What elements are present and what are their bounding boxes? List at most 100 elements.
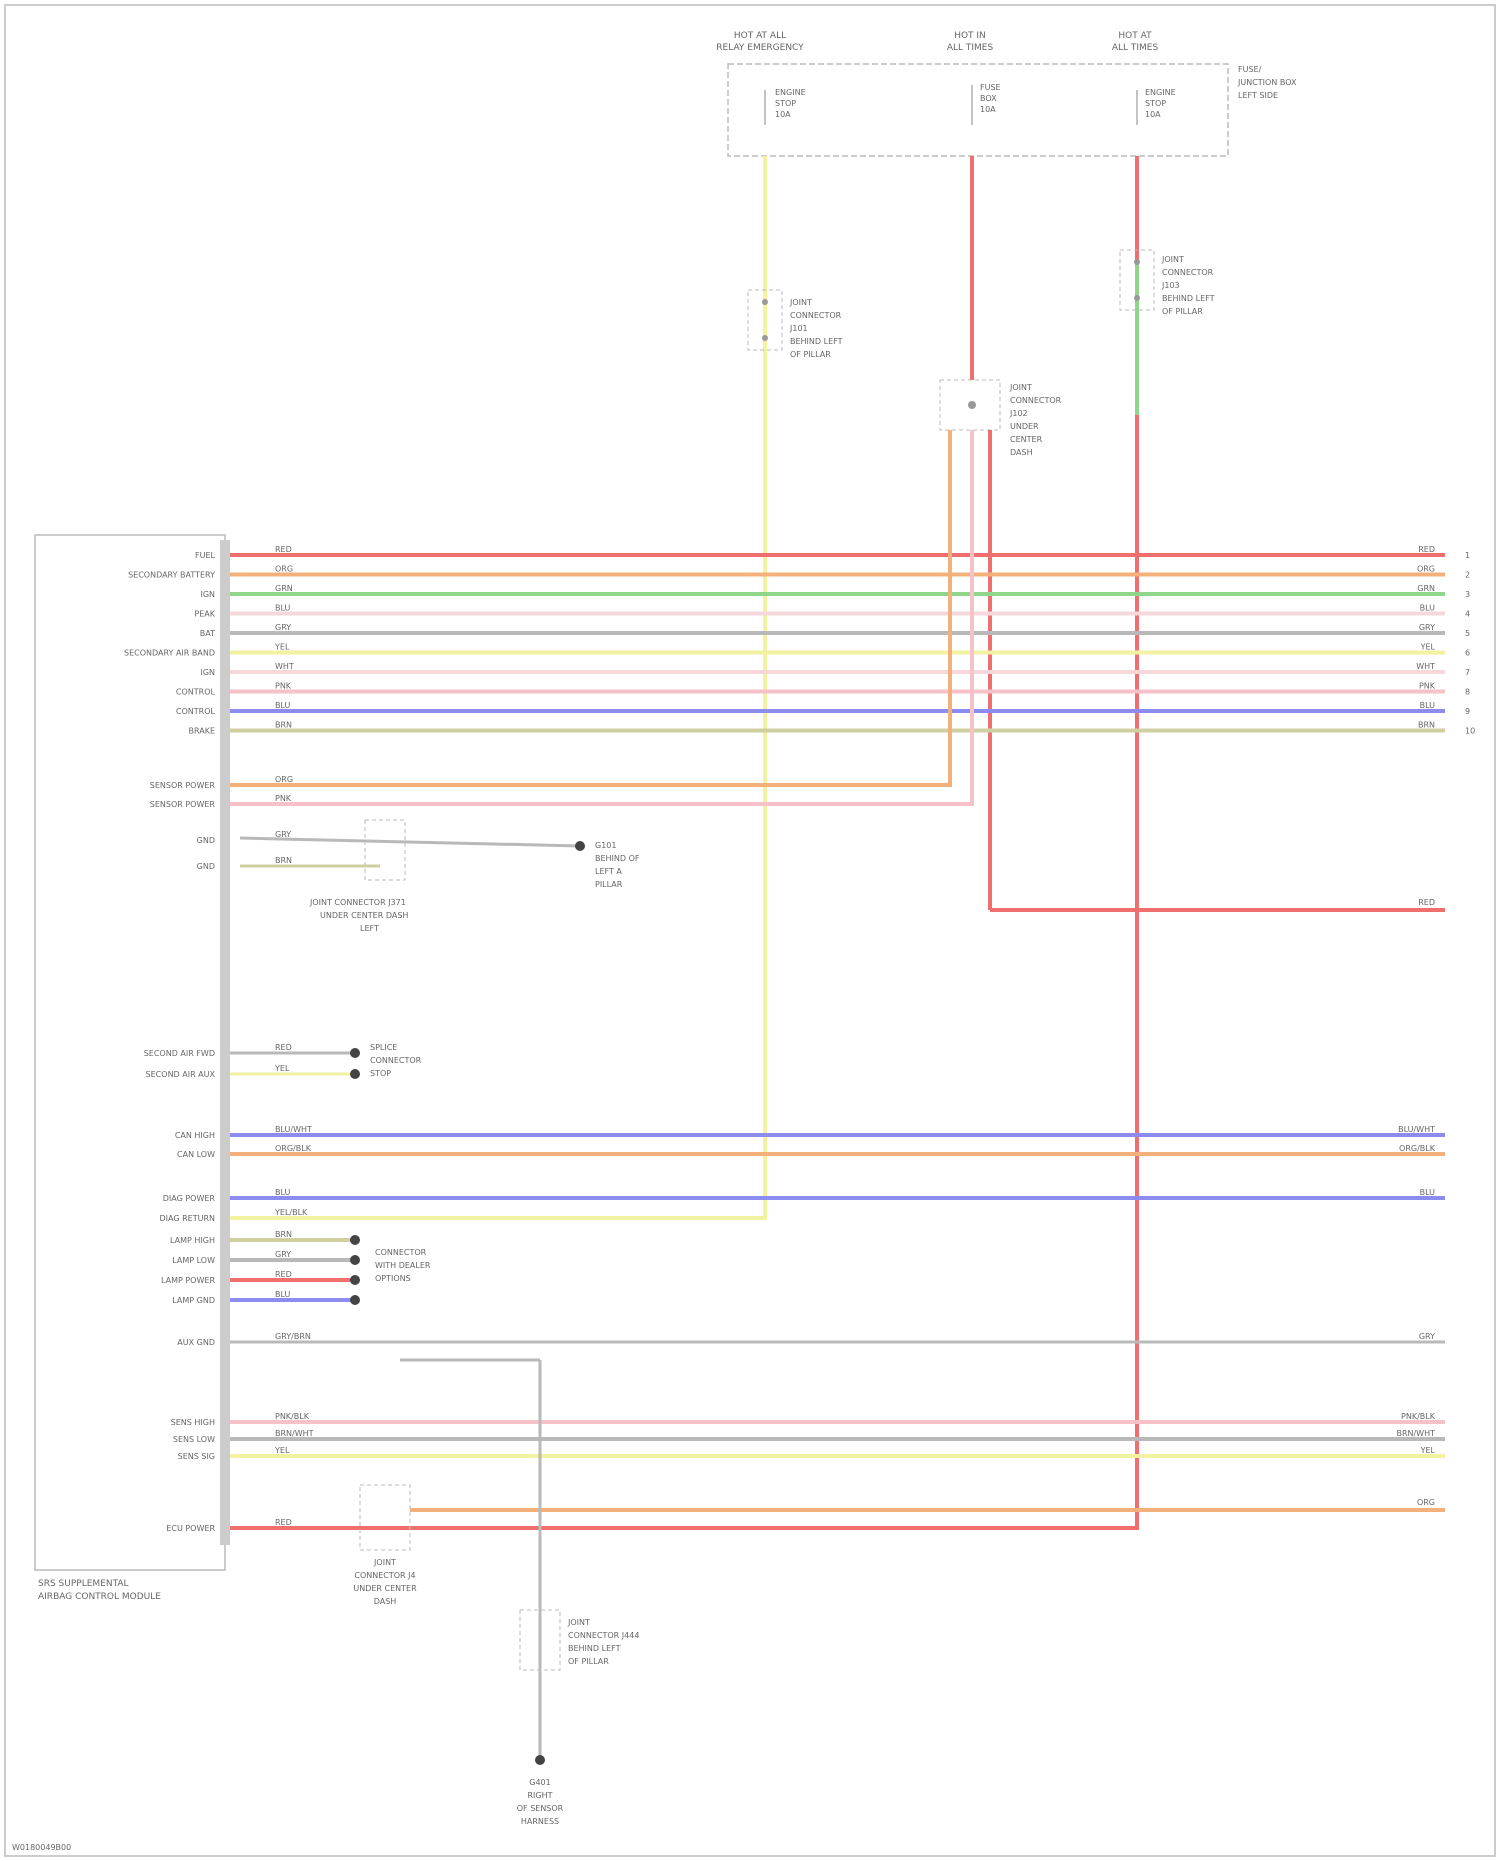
jc-mid-line1: JOINT CONNECTOR J371 [309,898,406,907]
splice-label-2-line1: CONNECTOR [375,1248,427,1257]
module-label-line1: SRS SUPPLEMENTAL [38,1579,129,1589]
ground-label-line1: G101 [595,841,616,850]
ground-bottom-line2: RIGHT [527,1791,552,1800]
pin-name-4: PEAK [194,610,215,619]
fuse-3-line3: 10A [1145,110,1161,119]
jc-bottom-line1: JOINT [373,1558,396,1567]
bottom-pin-name-3: SENS SIG [178,1452,215,1461]
sensor-name-2: SENSOR POWER [150,800,216,809]
bottom-pin-wire-3: YEL [274,1446,290,1455]
jc3-line3: J103 [1161,281,1180,290]
pin-name-5: BAT [200,629,215,638]
joint-connector-3: JOINT CONNECTOR J103 BEHIND LEFT OF PILL… [1120,250,1215,316]
fuse-2-title-line1: HOT IN [954,31,986,41]
jc-lower-line3: BEHIND LEFT [568,1644,621,1653]
pin-name-9: CONTROL [176,707,216,716]
pin-name-10: BRAKE [189,727,216,736]
pin-wire-right-6: YEL [1420,643,1436,652]
pin-wire-right-9: BLU [1420,701,1436,710]
lamp-pin-name-2: LAMP LOW [172,1256,215,1265]
fuse-3-line1: ENGINE [1145,88,1176,97]
joint-connector-bottom: JOINT CONNECTOR J4 UNDER CENTER DASH [353,1485,417,1606]
pin-name-6: SECONDARY AIR BAND [124,649,215,658]
fuse-block-label-line1: FUSE/ [1238,65,1262,74]
fuse-2-line1: FUSE [980,83,1001,92]
last-pin-wire-right: ORG [1417,1498,1435,1507]
fuse-block-label-line3: LEFT SIDE [1238,91,1278,100]
fuse-1-line2: STOP [775,99,796,108]
lamp-dot-1 [350,1235,360,1245]
pin-wire-4: BLU [275,604,291,613]
bottom-pin-wire-right-1: PNK/BLK [1401,1412,1436,1421]
jc1-line5: OF PILLAR [790,350,831,359]
lamp-pin-wire-4: BLU [275,1290,291,1299]
jc-bottom-line2: CONNECTOR J4 [354,1571,415,1580]
jc1-line4: BEHIND LEFT [790,337,843,346]
pin-wire-3: GRN [275,584,293,593]
ground-dot-bottom [535,1755,545,1765]
bottom-pin-wire-2: BRN/WHT [275,1429,314,1438]
jc-bottom-line3: UNDER CENTER [353,1584,417,1593]
bottom-pin-name-1: SENS HIGH [171,1418,215,1427]
splice-label-1-line2: CONNECTOR [370,1056,422,1065]
fuse-block: HOT AT ALL RELAY EMERGENCY ENGINE STOP 1… [716,31,1297,156]
jc3-line2: CONNECTOR [1162,268,1214,277]
splice-labels: SPLICE CONNECTOR STOP CONNECTOR WITH DEA… [370,1043,431,1283]
fuse-1-line1: ENGINE [775,88,806,97]
jc1-line2: CONNECTOR [790,311,842,320]
pin-wire-right-2: ORG [1417,565,1435,574]
data-pin-name-2: SECOND AIR AUX [146,1070,216,1079]
lamp-pin-name-1: LAMP HIGH [170,1236,215,1245]
sensor-wire-2 [230,470,972,804]
splice-label-1-line1: SPLICE [370,1043,397,1052]
fuse-1-title-line1: HOT AT ALL [734,31,786,41]
fuse-2-title-line2: ALL TIMES [947,43,994,53]
ground-bottom-line4: HARNESS [521,1817,559,1826]
pin-wire-7: WHT [275,662,294,671]
lamp-dot-2 [350,1255,360,1265]
jc2-line1: JOINT [1009,383,1032,392]
can-pin-wire-right-2: ORG/BLK [1399,1144,1436,1153]
ground-label-line2: BEHIND OF [595,854,640,863]
sensor-wire-label-1: ORG [275,775,293,784]
data-dot-1 [350,1048,360,1058]
pin-name-1: FUEL [195,551,216,560]
jc2-line2: CONNECTOR [1010,396,1062,405]
pin-wire-right-7: WHT [1416,662,1435,671]
pin-num-right-4: 4 [1465,610,1470,619]
joint-connector-1: JOINT CONNECTOR J101 BEHIND LEFT OF PILL… [748,290,843,359]
ground-bottom-label: G401 RIGHT OF SENSOR HARNESS [517,1778,564,1826]
jc-bottom-line4: DASH [374,1597,397,1606]
horizontal-wires: FUELREDRED1SECONDARY BATTERYORGORG2IGNGR… [124,470,1475,1533]
pin-wire-9: BLU [275,701,291,710]
ground-label-line4: PILLAR [595,880,623,889]
can-pin-name-2: CAN LOW [177,1150,215,1159]
pin-num-right-9: 9 [1465,707,1470,716]
joint-connector-lower: JOINT CONNECTOR J444 BEHIND LEFT OF PILL… [520,1610,639,1670]
pin-num-right-8: 8 [1465,688,1470,697]
lin-pin-name-1: DIAG POWER [163,1194,216,1203]
pin-wire-right-8: PNK [1419,682,1436,691]
pin-wire-right-3: GRN [1417,584,1435,593]
ground-pin-name-1: GND [197,836,215,845]
jc3-line1: JOINT [1161,255,1184,264]
splice-label-1-line3: STOP [370,1069,391,1078]
jc1-line1: JOINT [789,298,812,307]
can-pin-wire-1: BLU/WHT [275,1125,312,1134]
jc2-line4: UNDER [1010,422,1039,431]
sensor-name-1: SENSOR POWER [150,781,216,790]
last-pin-name: ECU POWER [166,1524,215,1533]
sensor-wire-1 [230,470,950,785]
lamp-pin-name-3: LAMP POWER [161,1276,215,1285]
ground-label-line3: LEFT A [595,867,622,876]
ground-bottom-line1: G401 [529,1778,550,1787]
lin-pin-wire-right-1: BLU [1420,1188,1436,1197]
pin-name-3: IGN [200,590,215,599]
lamp-dot-4 [350,1295,360,1305]
lamp-pin-wire-1: BRN [275,1230,292,1239]
pin-num-right-6: 6 [1465,649,1470,658]
jc2-line6: DASH [1010,448,1033,457]
data-pin-name-1: SECOND AIR FWD [144,1049,215,1058]
pin-wire-6: YEL [274,643,290,652]
